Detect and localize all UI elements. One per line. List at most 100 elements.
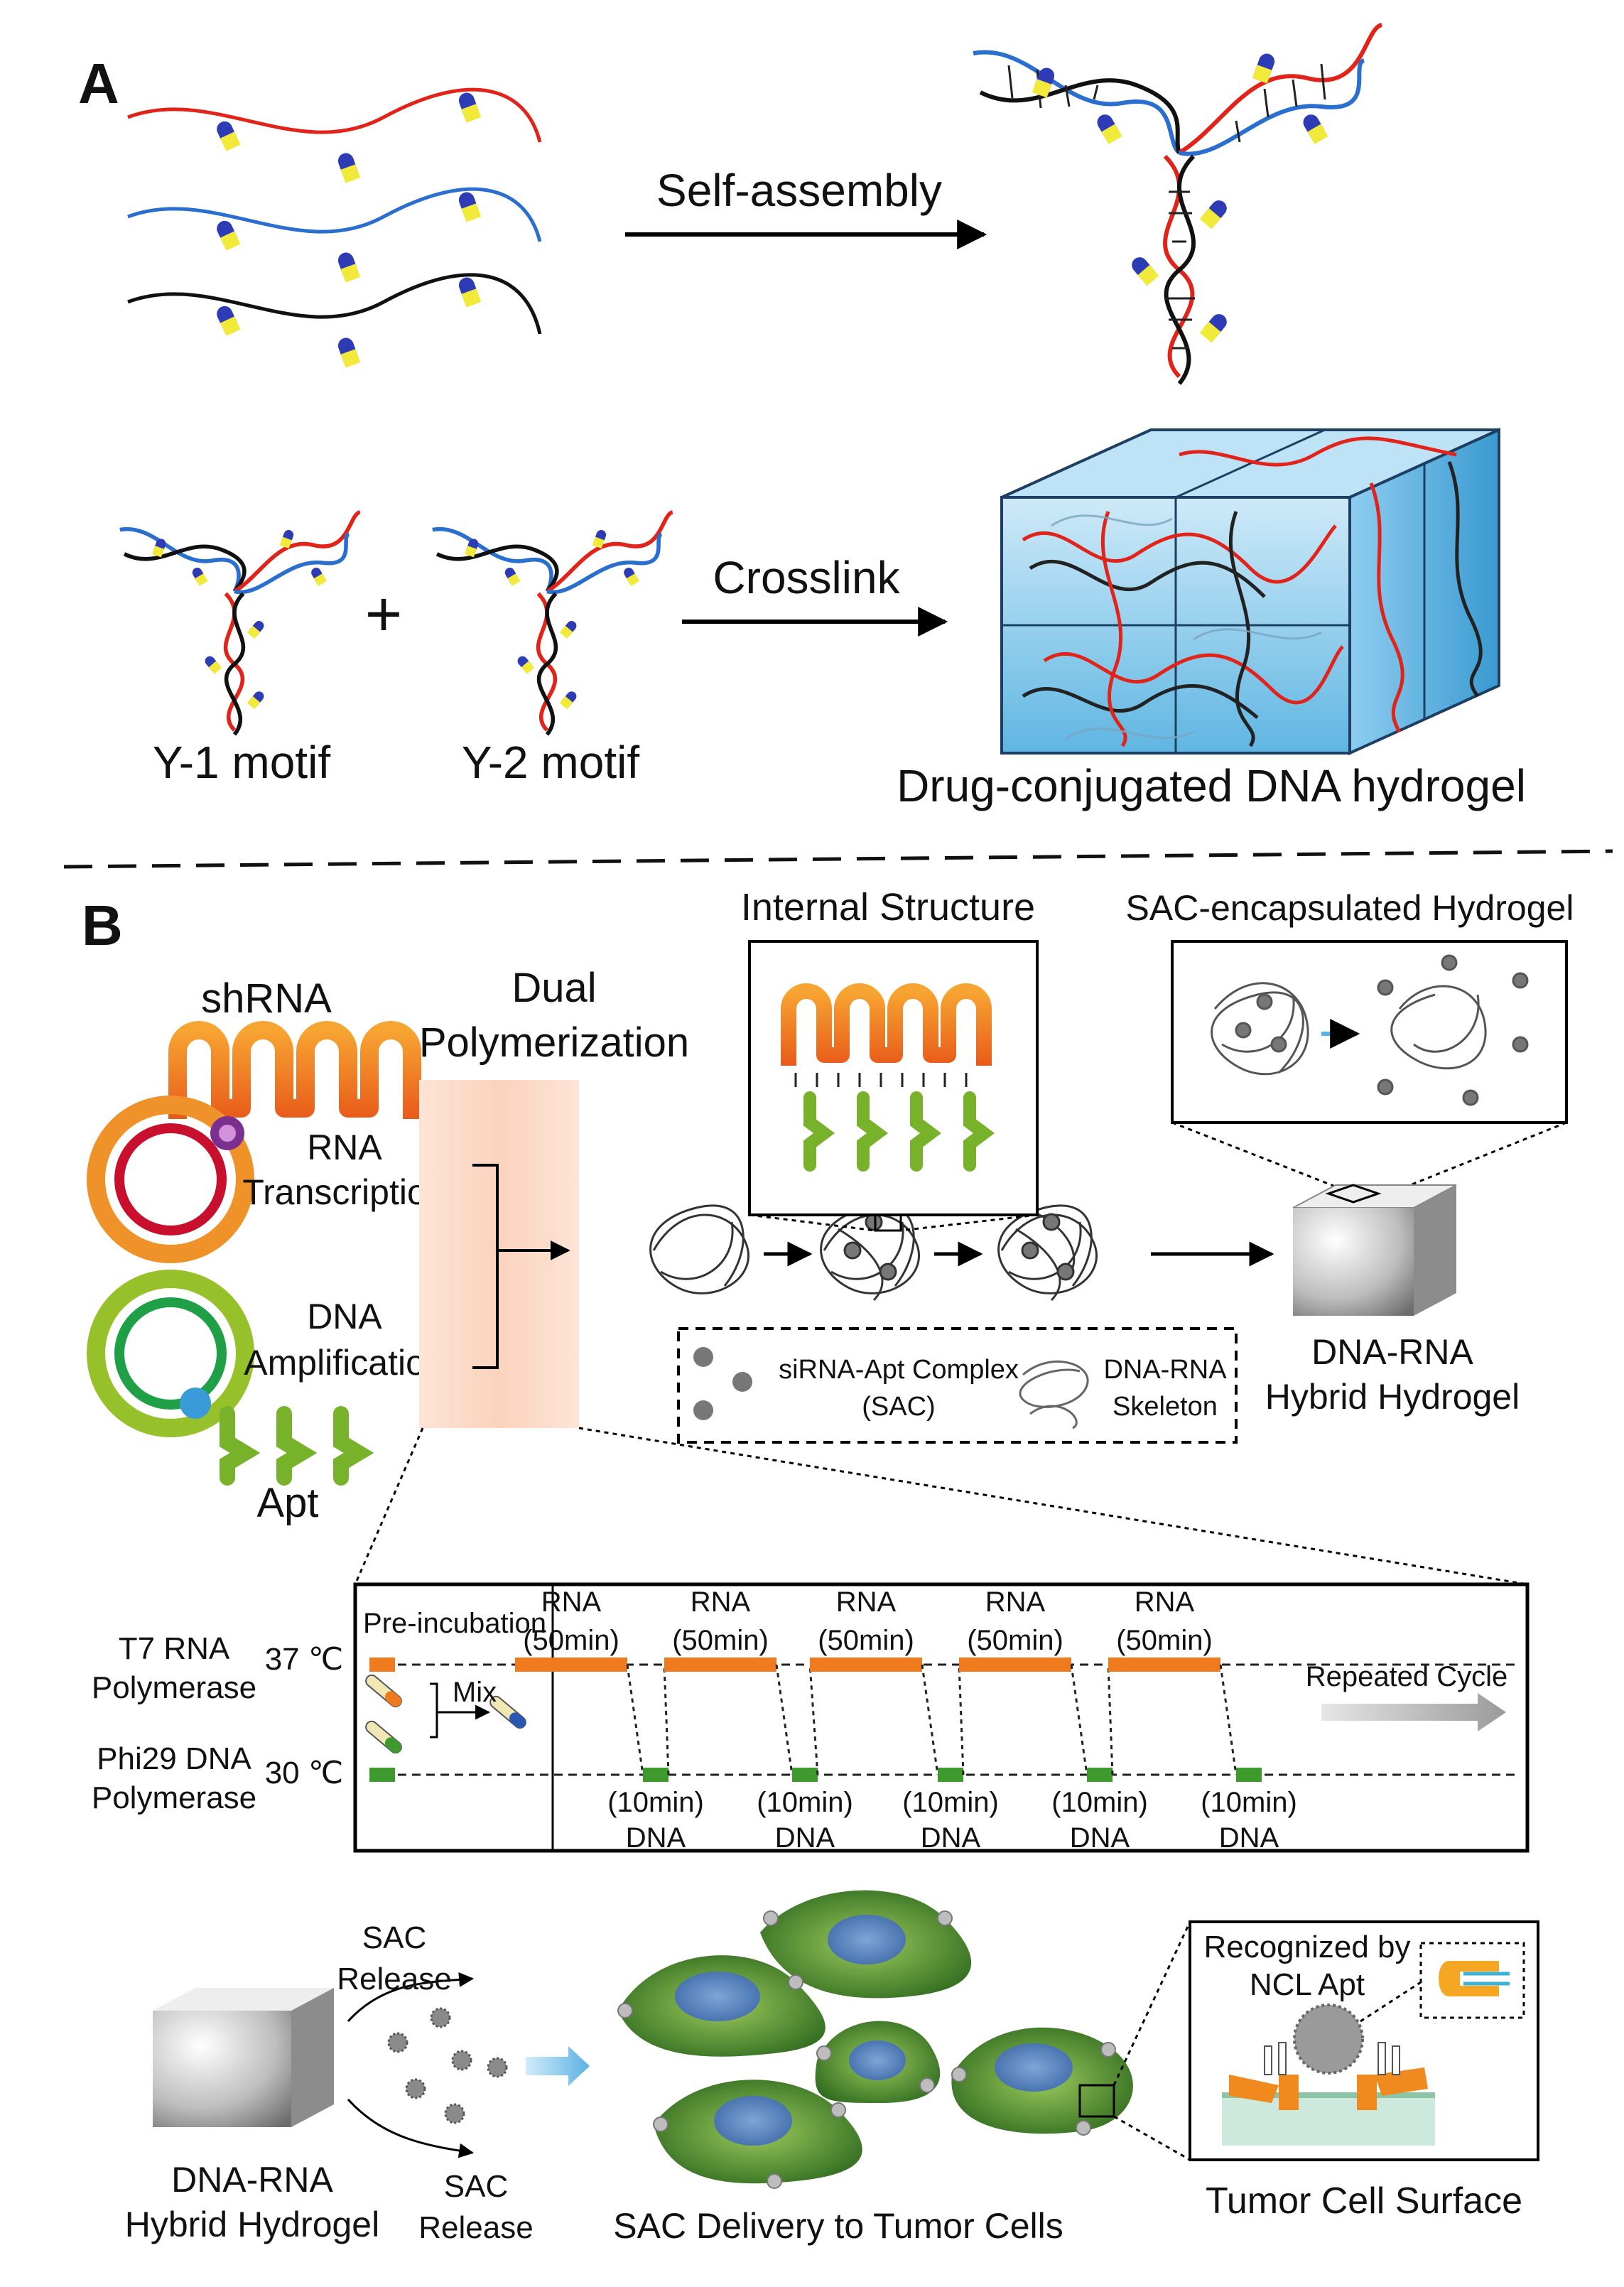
y-motif-assembled — [973, 23, 1383, 385]
phi29-label-1: Phi29 DNA — [97, 1741, 251, 1776]
rna-segment-label: RNA — [985, 1586, 1046, 1618]
cycle-zoom-lines — [354, 1427, 1528, 1586]
transition-down-line — [1219, 1664, 1238, 1775]
internal-structure-zoom-lines — [749, 1213, 1038, 1232]
dna-segment — [938, 1768, 963, 1782]
dna-segment-label: DNA — [1219, 1822, 1279, 1854]
single-strands — [127, 87, 542, 368]
pre-37-marker — [369, 1658, 395, 1672]
transition-down-line — [921, 1664, 939, 1775]
rna-segment-time: (50min) — [1116, 1625, 1213, 1656]
rna-segment-label: RNA — [1135, 1586, 1195, 1618]
legend-skeleton-text-2: Skeleton — [1113, 1392, 1218, 1422]
dna-segment — [1236, 1768, 1262, 1782]
transition-up-line — [958, 1664, 965, 1775]
apt-plasmid — [87, 1270, 398, 1486]
transition-down-line — [626, 1664, 644, 1775]
internal-structure-drawing — [774, 983, 998, 1172]
rna-segment-time: (50min) — [523, 1625, 619, 1656]
apt-label: Apt — [256, 1480, 318, 1526]
y1-motif-label: Y-1 motif — [153, 737, 330, 788]
rna-segment — [959, 1658, 1071, 1672]
internal-structure-inset — [748, 940, 1039, 1216]
sac-top-label: SAC — [362, 1920, 426, 1955]
network-progression — [649, 1204, 1274, 1302]
tumor-surface-label: Tumor Cell Surface — [1206, 2180, 1522, 2222]
mix-label: Mix — [453, 1677, 497, 1708]
y2-motif — [432, 510, 673, 736]
bottom-hybrid-label-2: Hybrid Hydrogel — [125, 2205, 379, 2244]
bottom-hybrid-label-1: DNA-RNA — [171, 2160, 333, 2200]
hybrid-hydrogel-label-2: Hybrid Hydrogel — [1265, 1377, 1520, 1417]
sac-hydrogel-label: SAC-encapsulated Hydrogel — [1126, 888, 1574, 928]
hybrid-hydrogel-label-1: DNA-RNA — [1311, 1332, 1473, 1372]
surface-drawing — [1222, 1942, 1525, 2146]
dna-segment-time: (10min) — [607, 1787, 704, 1818]
amplification-label: Amplification — [244, 1343, 445, 1383]
dna-hydrogel-box — [1000, 427, 1500, 756]
surface-zoom-lines — [1113, 1921, 1191, 2161]
repeated-cycle-label: Repeated Cycle — [1306, 1661, 1508, 1692]
sac-hydrogel-zoom-lines — [1171, 1121, 1567, 1194]
hybrid-hydrogel-cube — [1292, 1184, 1457, 1316]
polymerization-label: Polymerization — [419, 1020, 689, 1066]
delivery-label: SAC Delivery to Tumor Cells — [613, 2206, 1063, 2246]
cycle-segments: RNA (50min) (10min) DNA RNA (50min) (10min) DNA… — [515, 1586, 1297, 1854]
legend-box — [677, 1327, 1238, 1444]
rna-segment — [515, 1658, 627, 1672]
dna-segment — [643, 1768, 668, 1782]
dna-segment-label: DNA — [626, 1822, 686, 1854]
repeated-cycle-arrow: Repeated Cycle — [1306, 1661, 1508, 1731]
tumor-cells — [617, 1890, 1133, 2189]
shrna-plasmid — [87, 1021, 421, 1263]
dna-segment-time: (10min) — [902, 1787, 999, 1818]
pre-incubation-label: Pre-incubation — [363, 1608, 546, 1639]
rna-label: RNA — [307, 1128, 382, 1167]
shrna-label: shRNA — [201, 975, 332, 1022]
transcription-label: Transcription — [242, 1172, 446, 1212]
y2-motif-label: Y-2 motif — [462, 737, 639, 788]
dna-segment-time: (10min) — [1201, 1787, 1297, 1818]
dna-segment-time: (10min) — [1051, 1787, 1148, 1818]
sac-release-arrows — [347, 1972, 475, 2158]
legend-skeleton-icon — [1019, 1360, 1089, 1429]
rna-segment-time: (50min) — [818, 1625, 914, 1656]
rna-segment-label: RNA — [691, 1586, 751, 1618]
sac-hydrogel-inset — [1171, 940, 1568, 1124]
rna-segment-time: (50min) — [672, 1625, 769, 1656]
internal-structure-label: Internal Structure — [741, 886, 1035, 929]
temp-30-label: 30 ℃ — [265, 1756, 344, 1790]
polymerization-band — [419, 1080, 579, 1428]
plus-sign: + — [365, 579, 403, 650]
dna-segment-time: (10min) — [757, 1787, 853, 1818]
legend-sac-text-1: siRNA-Apt Complex — [779, 1355, 1019, 1385]
legend-skeleton-text-1: DNA-RNA — [1103, 1355, 1227, 1385]
cycle-box — [353, 1582, 1530, 1853]
rna-segment — [664, 1658, 776, 1672]
legend-sac-icon — [693, 1347, 752, 1420]
dna-segment-label: DNA — [921, 1822, 981, 1854]
dna-segment-label: DNA — [775, 1822, 835, 1854]
bottom-cube — [153, 1988, 334, 2127]
panel-a-label: A — [78, 52, 119, 115]
transition-up-line — [1107, 1664, 1114, 1775]
crosslink-arrow: Crosslink — [682, 552, 948, 637]
dna-label: DNA — [307, 1297, 382, 1336]
y1-motif — [119, 510, 361, 736]
pre-30-marker — [369, 1768, 395, 1782]
bracket — [472, 1164, 570, 1369]
section-divider — [63, 849, 1613, 869]
transition-up-line — [808, 1664, 819, 1775]
recognized-label-2: NCL Apt — [1250, 1967, 1365, 2002]
mix-tubes — [365, 1674, 526, 1754]
t7-label-2: Polymerase — [92, 1670, 256, 1705]
release-top-label: Release — [337, 1962, 451, 1996]
dna-segment-label: DNA — [1070, 1822, 1130, 1854]
dna-segment — [1087, 1768, 1113, 1782]
recognized-label-1: Recognized by — [1203, 1930, 1410, 1964]
release-bottom-label: Release — [418, 2210, 533, 2245]
sac-bottom-label: SAC — [444, 2169, 508, 2204]
rna-segment-label: RNA — [541, 1586, 602, 1618]
sac-release-drawing — [1211, 954, 1529, 1106]
